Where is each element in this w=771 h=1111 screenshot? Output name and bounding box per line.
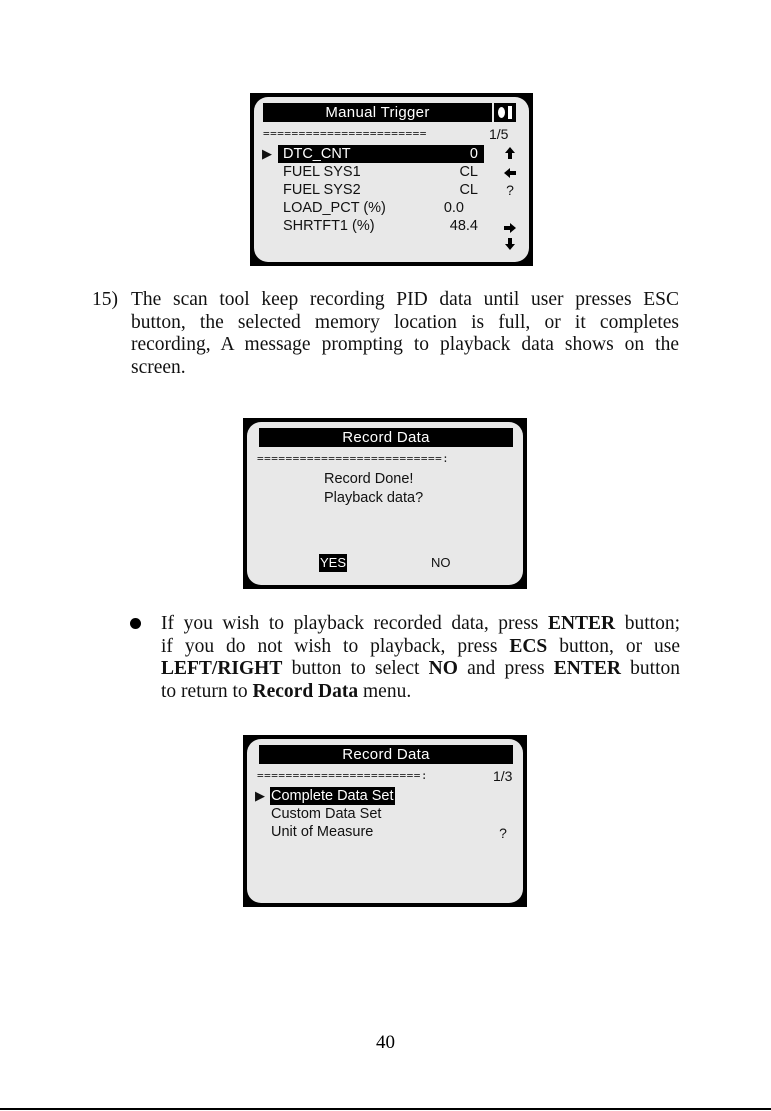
screen-title: Record Data xyxy=(259,428,513,447)
pid-name: FUEL SYS1 xyxy=(283,164,361,180)
text-line: button, the selected memory location is … xyxy=(131,311,679,333)
pid-value: CL xyxy=(459,182,478,198)
lcd-display: Record Data =======================: 1/3… xyxy=(247,739,523,903)
separator: ==========================: xyxy=(257,452,450,465)
no-button[interactable]: NO xyxy=(431,555,451,570)
pid-row[interactable]: DTC_CNT 0 xyxy=(278,145,484,163)
page-number: 40 xyxy=(376,1032,395,1053)
arrow-right-icon xyxy=(503,222,517,235)
help-icon: ? xyxy=(499,825,507,841)
help-icon: ? xyxy=(506,182,514,198)
selection-pointer: ▶ xyxy=(255,788,265,803)
lcd-display: Record Data ==========================: … xyxy=(247,422,523,585)
pid-name: FUEL SYS2 xyxy=(283,182,361,198)
lcd-display: Manual Trigger ======================= 1… xyxy=(254,97,529,262)
bullet-icon xyxy=(130,618,141,629)
scan-screen-manual-trigger: Manual Trigger ======================= 1… xyxy=(250,93,533,266)
pid-row[interactable]: FUEL SYS2 CL xyxy=(278,181,484,199)
menu-item-unit-of-measure[interactable]: Unit of Measure xyxy=(271,824,374,840)
pid-value: 48.4 xyxy=(449,218,478,234)
separator: =======================: xyxy=(257,769,428,782)
pid-value: CL xyxy=(459,164,478,180)
pid-row[interactable]: LOAD_PCT (%) 0.0 xyxy=(278,199,484,217)
text-line: screen. xyxy=(131,356,186,378)
step-number: 15) xyxy=(92,289,118,310)
pid-row[interactable]: SHRTFT1 (%) 48.4 xyxy=(278,217,484,235)
text-line: If you wish to playback recorded data, p… xyxy=(161,613,680,634)
pid-value: 0.0 xyxy=(443,200,464,216)
text-line: The scan tool keep recording PID data un… xyxy=(131,289,679,310)
pid-row[interactable]: FUEL SYS1 CL xyxy=(278,163,484,181)
step-15-text: The scan tool keep recording PID data un… xyxy=(131,289,679,379)
message-line: Record Done! xyxy=(324,471,414,487)
record-icon xyxy=(494,103,516,122)
menu-item-custom-data-set[interactable]: Custom Data Set xyxy=(271,806,382,822)
text-line: if you do not wish to playback, press EC… xyxy=(161,635,681,657)
separator: ======================= xyxy=(263,127,427,140)
text-line: to return to Record Data menu. xyxy=(161,680,412,702)
pid-name: SHRTFT1 (%) xyxy=(283,218,375,234)
bottom-rule xyxy=(0,1108,771,1110)
text-line: recording, A message prompting to playba… xyxy=(131,334,679,355)
scan-screen-record-done: Record Data ==========================: … xyxy=(243,418,527,589)
arrow-up-icon xyxy=(503,147,517,161)
page-indicator: 1/5 xyxy=(489,126,509,142)
arrow-left-icon xyxy=(503,167,517,180)
pid-name: LOAD_PCT (%) xyxy=(283,200,386,216)
bullet-text: If you wish to playback recorded data, p… xyxy=(161,613,680,703)
scan-screen-record-data-menu: Record Data =======================: 1/3… xyxy=(243,735,527,907)
text-line: LEFT/RIGHT button to select NO and press… xyxy=(161,658,680,679)
pid-value: 0 xyxy=(469,146,478,162)
pid-name: DTC_CNT xyxy=(283,146,351,162)
menu-item-complete-data-set[interactable]: Complete Data Set xyxy=(270,787,395,805)
screen-title: Manual Trigger xyxy=(263,103,492,122)
selection-pointer: ▶ xyxy=(262,146,272,161)
screen-title: Record Data xyxy=(259,745,513,764)
message-line: Playback data? xyxy=(324,490,424,506)
page-indicator: 1/3 xyxy=(493,768,513,784)
yes-button[interactable]: YES xyxy=(319,554,348,572)
arrow-down-icon xyxy=(503,238,517,252)
